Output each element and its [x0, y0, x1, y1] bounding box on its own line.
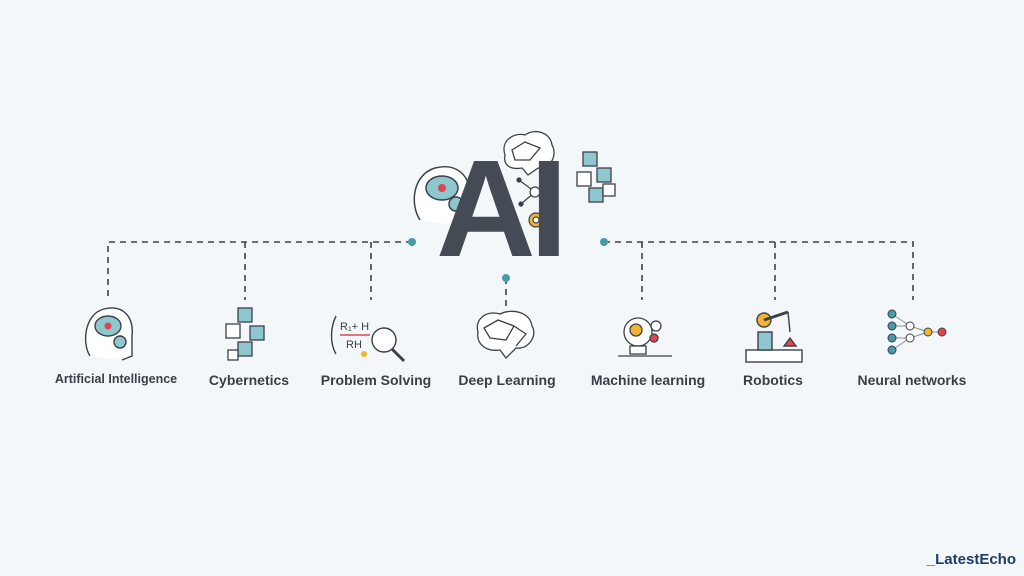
magnifier-formula-icon: R₁+ H RH: [330, 315, 406, 363]
center-title: AI: [436, 132, 568, 286]
connector-right: [604, 241, 914, 300]
brand-watermark: _LatestEcho: [926, 551, 1016, 568]
polygon-brain-icon: [476, 310, 535, 359]
central-head-icon: [413, 166, 471, 227]
svg-text:R₁+ H: R₁+ H: [340, 321, 369, 333]
neural-graph-icon: [887, 309, 947, 355]
topic-label-problem-solving: Problem Solving: [320, 372, 432, 388]
central-brain-icon: [503, 131, 555, 176]
robot-arm-icon: [745, 310, 803, 363]
topic-label-deep-learning: Deep Learning: [458, 372, 556, 388]
topic-label-neural-networks: Neural networks: [857, 372, 967, 388]
svg-text:RH: RH: [346, 339, 362, 351]
central-bulb-icon: [528, 212, 544, 228]
topic-label-robotics: Robotics: [743, 372, 803, 388]
topic-label-cybernetics: Cybernetics: [208, 372, 290, 388]
central-cubes-icon: [576, 151, 616, 203]
topic-label-artificial-intelligence: Artificial Intelligence: [54, 372, 178, 386]
head-brain-icon: [84, 307, 133, 361]
cubes-network-icon: [225, 307, 265, 361]
connector-left: [107, 241, 412, 300]
lightbulb-gears-icon: [618, 317, 672, 357]
topic-label-machine-learning: Machine learning: [590, 372, 706, 388]
central-network-icon: [516, 177, 554, 207]
